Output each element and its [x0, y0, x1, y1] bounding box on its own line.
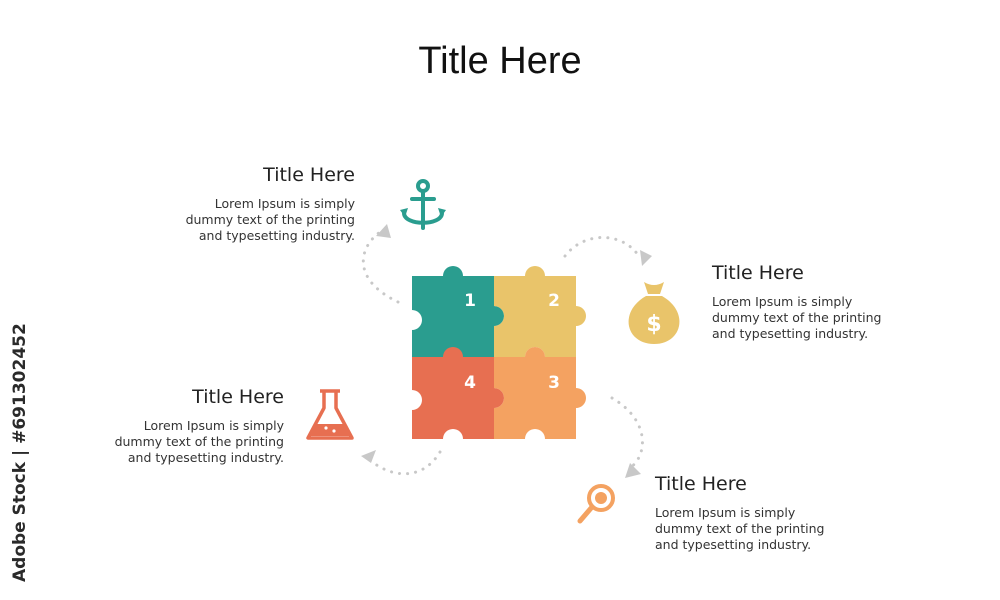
- block-title: Title Here: [655, 473, 747, 495]
- connector-top-left: [361, 230, 400, 304]
- money-bag-icon: [628, 282, 680, 344]
- arrow-bottom-left: [361, 450, 376, 463]
- puzzle-piece-3: [494, 347, 586, 439]
- arrow-top-left: [376, 224, 391, 238]
- page-title: Title Here: [418, 40, 582, 82]
- anchor-icon-tips: [400, 208, 446, 217]
- magnifier-icon: [577, 484, 615, 524]
- piece-number-2: 2: [548, 291, 560, 311]
- piece-number-4: 4: [464, 373, 476, 393]
- flask-icon: [306, 389, 354, 440]
- dollar-sign: $: [646, 312, 661, 337]
- block-title: Title Here: [263, 164, 355, 186]
- connector-top-right: [563, 236, 642, 260]
- block-title: Title Here: [712, 262, 804, 284]
- puzzle-piece-4: [412, 347, 504, 439]
- puzzle-piece-1: [412, 266, 504, 357]
- piece-number-1: 1: [464, 291, 476, 311]
- stock-watermark: Adobe Stock | #691302452: [10, 323, 30, 582]
- magnifier-lens: [595, 492, 607, 504]
- piece-number-3: 3: [548, 373, 560, 393]
- arrow-top-right: [640, 250, 652, 266]
- block-title: Title Here: [192, 386, 284, 408]
- flask-liquid: [310, 424, 350, 436]
- connector-bottom-right: [610, 396, 644, 470]
- puzzle-piece-2: [494, 266, 586, 357]
- connector-bottom-left: [366, 450, 442, 476]
- anchor-icon: [402, 179, 444, 230]
- arrow-bottom-right: [625, 463, 641, 478]
